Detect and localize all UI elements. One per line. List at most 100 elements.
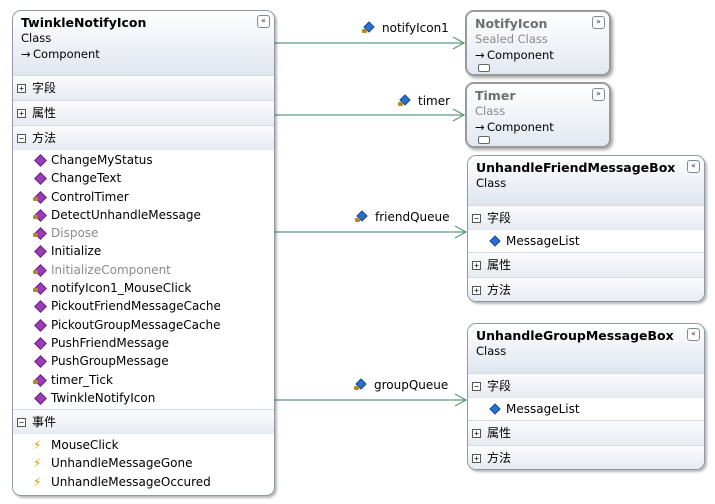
method-icon [33,319,47,331]
method-item[interactable]: ControlTimer [13,187,274,206]
expand-plus-icon[interactable]: + [17,84,26,93]
method-name: Dispose [51,226,99,241]
base-class: →Component [21,47,100,61]
field-icon [362,22,376,34]
event-name: UnhandleMessageGone [51,456,193,471]
method-item[interactable]: TwinkleNotifyIcon [13,388,274,408]
collapse-minus-icon[interactable]: − [17,134,26,143]
section-fields[interactable]: +字段 [13,75,274,100]
section-fields[interactable]: −字段 [468,373,704,398]
private-method-icon [33,374,47,386]
class-name: UnhandleGroupMessageBox [476,328,674,343]
section-properties[interactable]: +属性 [468,252,704,277]
class-name: UnhandleFriendMessageBox [476,160,676,175]
assoc-label-timer: timer [398,93,450,109]
method-name: Initialize [51,244,102,259]
lightning-event-icon [33,473,47,491]
shortcut-icon [478,64,490,72]
base-class: →Component [475,48,554,62]
class-header: UnhandleFriendMessageBox Class « [468,156,704,205]
field-icon [398,95,412,107]
section-fields[interactable]: −字段 [468,205,704,230]
private-method-icon [33,209,47,221]
class-shape-unhandlegroupmessagebox[interactable]: UnhandleGroupMessageBox Class « −字段 Mess… [467,323,705,470]
method-item[interactable]: InitializeComponent [13,260,274,280]
method-icon [33,300,47,312]
method-name: PickoutGroupMessageCache [51,317,221,332]
collapse-minus-icon[interactable]: − [472,382,481,391]
field-icon [354,379,368,391]
expand-plus-icon[interactable]: + [472,286,481,295]
event-list: MouseClickUnhandleMessageGoneUnhandleMes… [13,434,274,495]
class-name: Timer [475,88,516,103]
method-item[interactable]: Initialize [13,242,274,261]
assoc-arrow-friend [454,225,468,239]
section-events[interactable]: −事件 [13,409,274,435]
private-method-icon [33,227,47,239]
assoc-arrow-timer [452,108,466,122]
method-item[interactable]: PickoutGroupMessageCache [13,315,274,334]
method-item[interactable]: PushGroupMessage [13,352,274,371]
expand-chevron-icon[interactable]: » [592,16,605,29]
class-shape-notifyicon[interactable]: NotifyIcon Sealed Class →Component » [465,10,611,76]
field-item[interactable]: MessageList [468,398,704,420]
collapse-minus-icon[interactable]: − [472,214,481,223]
method-icon [33,355,47,367]
section-properties[interactable]: +属性 [13,100,274,125]
class-kind: Sealed Class [475,32,548,46]
method-name: PickoutFriendMessageCache [51,299,221,314]
event-name: UnhandleMessageOccured [51,474,211,489]
method-icon [33,392,47,404]
method-icon [33,172,47,184]
section-methods[interactable]: +方法 [468,445,704,469]
method-item[interactable]: PickoutFriendMessageCache [13,297,274,316]
field-item[interactable]: MessageList [468,230,704,252]
class-shape-twinklenotifyicon[interactable]: TwinkleNotifyIcon Class →Component « +字段… [12,10,275,496]
expand-plus-icon[interactable]: + [17,109,26,118]
method-item[interactable]: DetectUnhandleMessage [13,205,274,225]
class-name: TwinkleNotifyIcon [21,15,147,30]
method-name: DetectUnhandleMessage [51,207,201,222]
inherit-arrow-icon: → [21,47,31,61]
section-properties[interactable]: +属性 [468,420,704,445]
class-shape-timer[interactable]: Timer Class →Component » [465,82,611,148]
class-header: NotifyIcon Sealed Class →Component » [467,12,609,74]
method-item[interactable]: PushFriendMessage [13,333,274,353]
event-item[interactable]: UnhandleMessageOccured [13,472,274,492]
expand-plus-icon[interactable]: + [472,429,481,438]
method-item[interactable]: notifyIcon1_MouseClick [13,279,274,298]
class-name: NotifyIcon [475,16,548,31]
expand-chevron-icon[interactable]: » [592,88,605,101]
class-header: Timer Class →Component » [467,84,609,146]
method-icon [33,337,47,349]
lightning-event-icon [33,454,47,472]
method-item[interactable]: timer_Tick [13,370,274,389]
section-methods[interactable]: −方法 [13,125,274,150]
method-item[interactable]: ChangeText [13,169,274,188]
assoc-label-friendqueue: friendQueue [355,209,450,225]
collapse-chevron-icon[interactable]: « [257,15,270,28]
section-methods[interactable]: +方法 [468,277,704,301]
inherit-arrow-icon: → [475,48,485,62]
event-item[interactable]: MouseClick [13,436,274,455]
method-icon [33,154,47,166]
shortcut-icon [478,136,490,144]
class-kind: Class [475,104,506,118]
lightning-event-icon [33,436,47,454]
method-name: timer_Tick [51,372,113,387]
expand-plus-icon[interactable]: + [472,261,481,270]
method-name: ControlTimer [51,189,129,204]
private-method-icon [33,264,47,276]
collapse-chevron-icon[interactable]: « [687,328,700,341]
class-shape-unhandlefriendmessagebox[interactable]: UnhandleFriendMessageBox Class « −字段 Mes… [467,155,705,302]
method-item[interactable]: Dispose [13,224,274,243]
method-name: TwinkleNotifyIcon [51,390,156,405]
collapse-minus-icon[interactable]: − [17,418,26,428]
method-item[interactable]: ChangeMyStatus [13,151,274,170]
class-header: UnhandleGroupMessageBox Class « [468,324,704,373]
event-item[interactable]: UnhandleMessageGone [13,454,274,473]
method-name: PushGroupMessage [51,354,169,369]
expand-plus-icon[interactable]: + [472,454,481,463]
collapse-chevron-icon[interactable]: « [687,160,700,173]
